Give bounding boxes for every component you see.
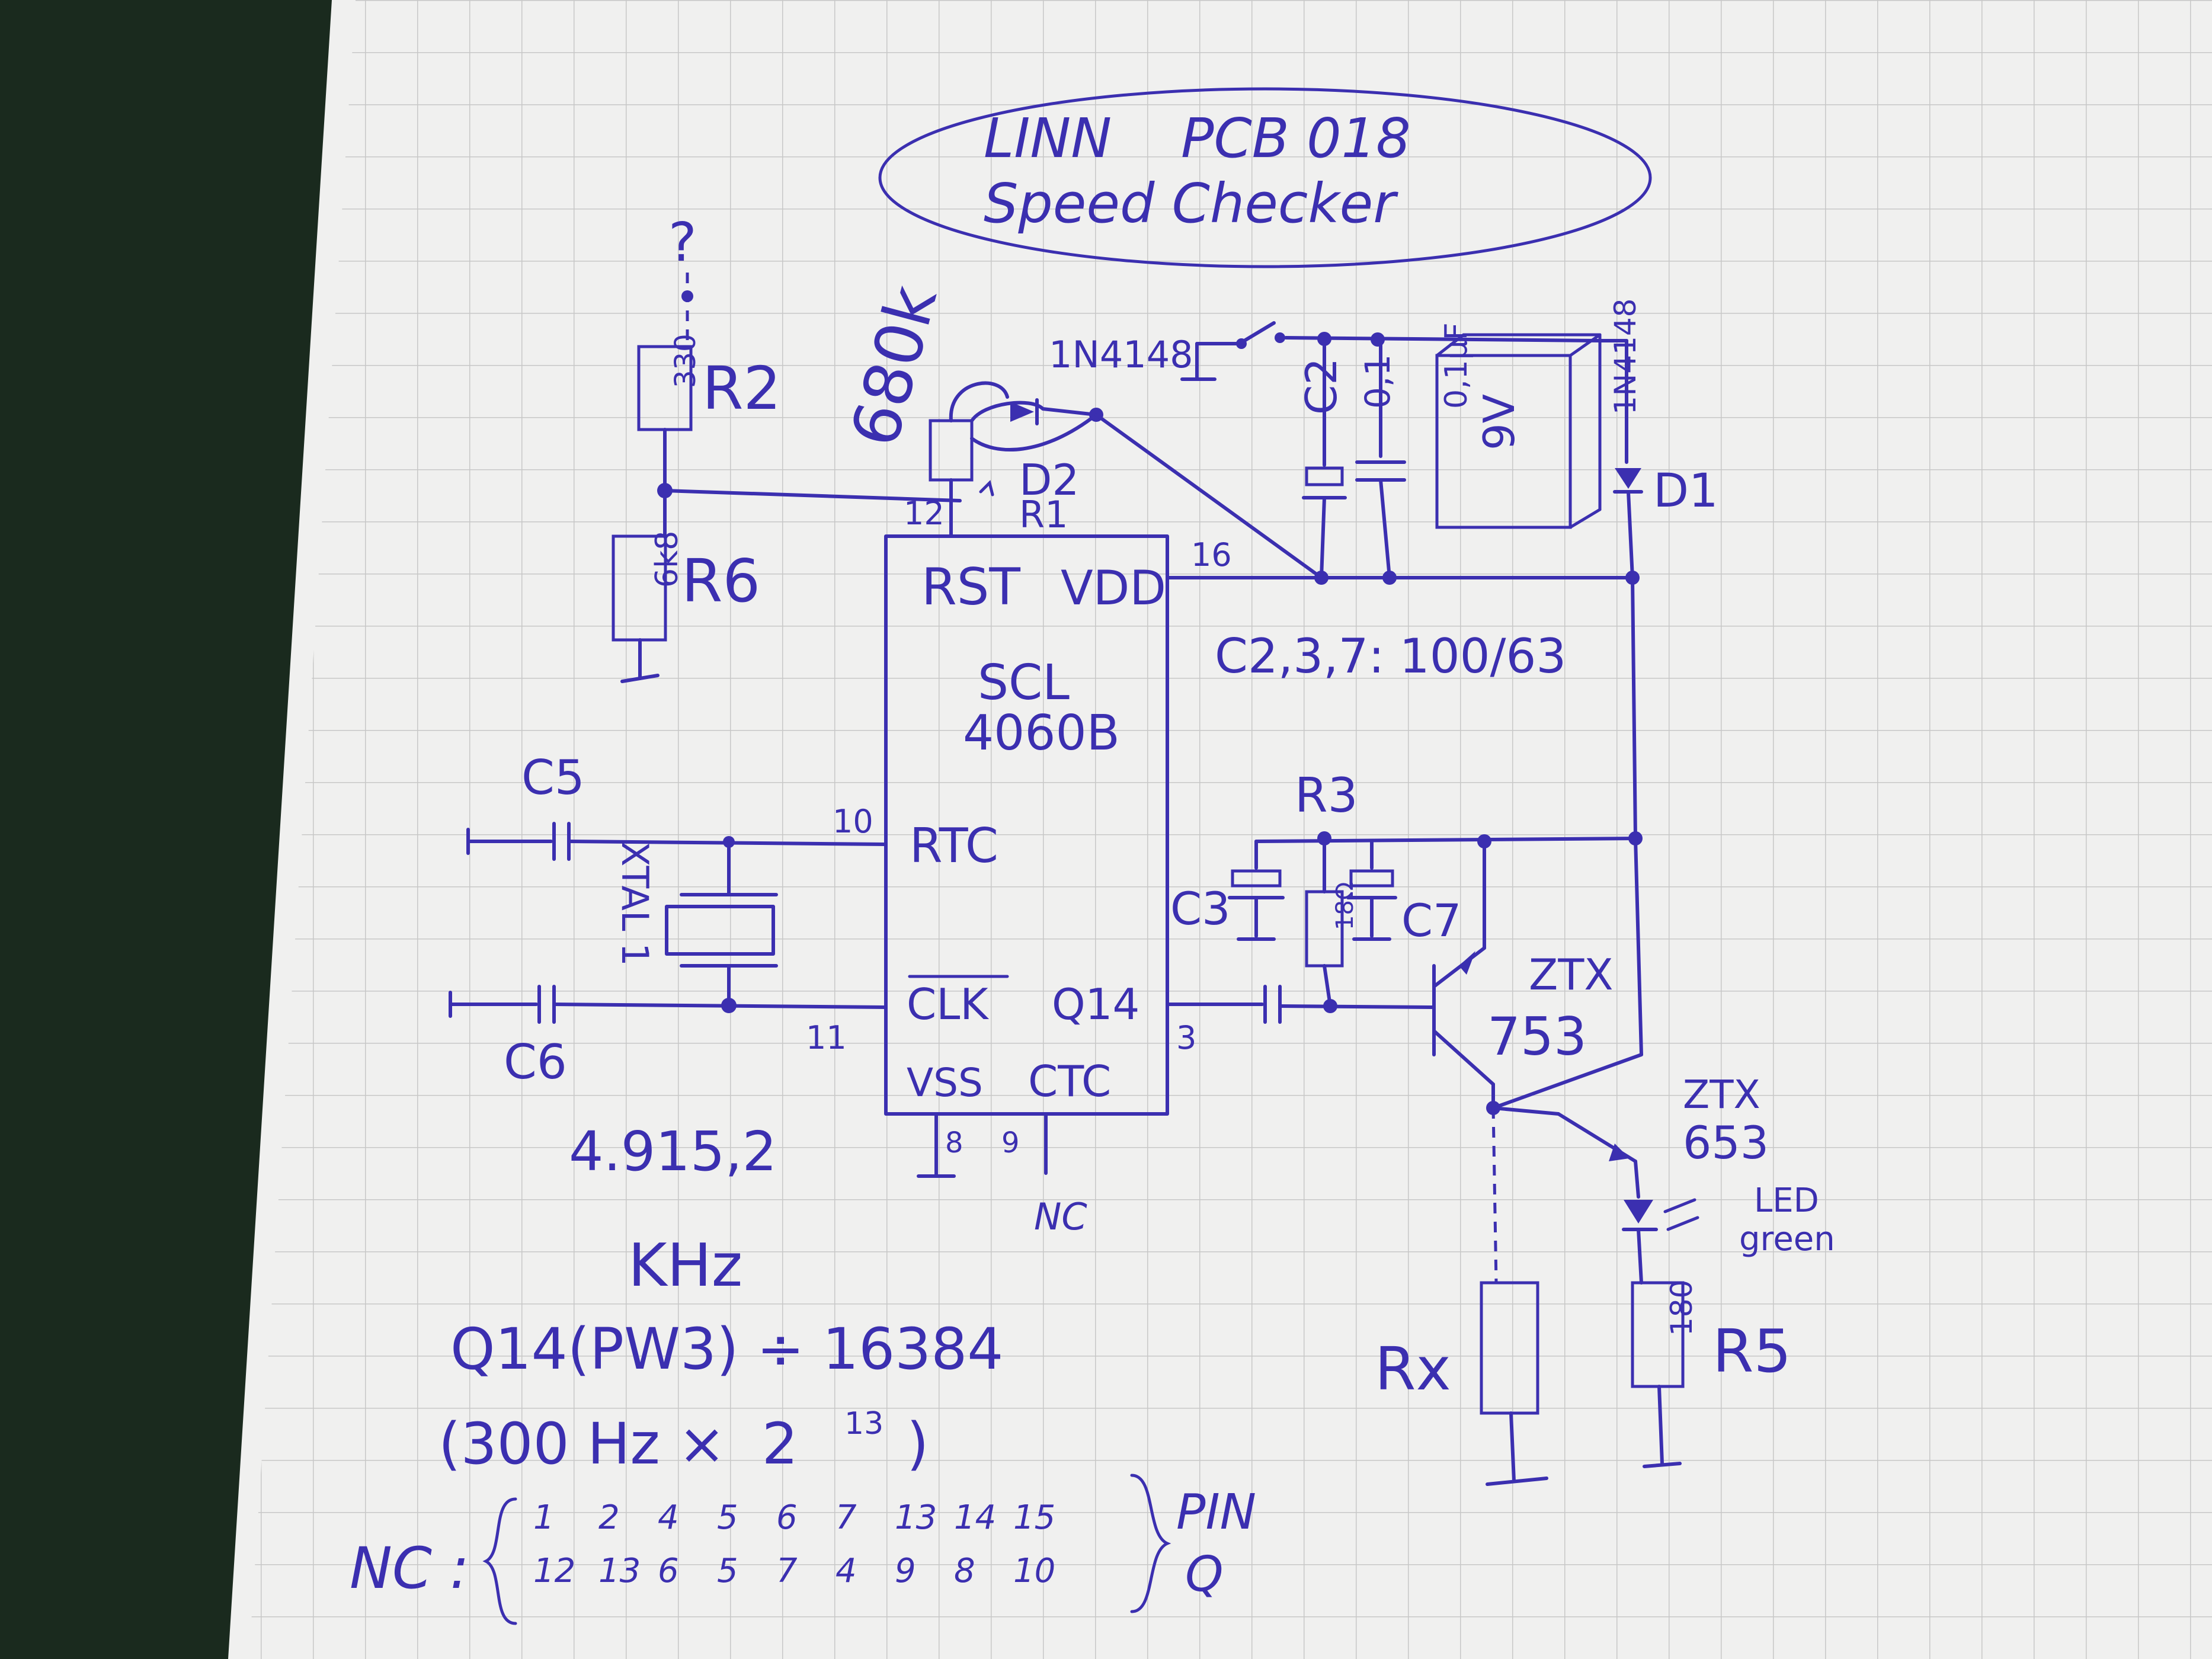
pin-row-item-0: 1 (533, 1498, 555, 1537)
pin-row-item-6: 13 (895, 1498, 937, 1537)
title-ellipse (878, 87, 1652, 268)
r2-label: R2 (702, 354, 781, 423)
r5-value: 180 (1664, 1280, 1699, 1336)
q-row-item-4: 7 (776, 1552, 798, 1590)
pin-16-number: 16 (1191, 536, 1232, 574)
pin-row-item-8: 15 (1013, 1498, 1055, 1537)
unknown-source-label: ? (668, 212, 697, 274)
r6-value: 6k8 (649, 531, 685, 588)
source-node (681, 290, 693, 302)
r1-label: R1 (1019, 493, 1068, 536)
pin-12-number: 12 (904, 495, 945, 532)
c7-label: C7 (1401, 894, 1461, 947)
d2-type: 1N4148 (1049, 333, 1193, 376)
pin-row-item-1: 2 (598, 1498, 620, 1537)
pin-3-number: 3 (1176, 1019, 1196, 1056)
r3-value: 18Ω (1331, 882, 1359, 930)
ic-pin-clk: CLK (907, 979, 989, 1029)
c5-label: C5 (521, 750, 585, 805)
q-row-item-7: 8 (954, 1552, 975, 1590)
pin-label: PIN (1176, 1484, 1256, 1540)
r5-label: R5 (1712, 1317, 1791, 1386)
nc-label: NC : (350, 1535, 469, 1602)
ic-name-line2: 4060B (963, 705, 1120, 761)
r2-value: 330 (669, 334, 702, 388)
pin-9-nc: NC (1034, 1195, 1087, 1238)
q-row-item-0: 12 (533, 1552, 575, 1590)
q-row-item-6: 9 (895, 1552, 916, 1590)
c2-label: C2 (1297, 358, 1346, 415)
q-label: Q (1185, 1546, 1224, 1603)
formula-line1: Q14(PW3) ÷ 16384 (450, 1316, 1003, 1382)
xtal-label: XTAL 1 (613, 841, 657, 966)
ic-name-line1: SCL (978, 655, 1070, 711)
title-line2: Speed Checker (984, 172, 1398, 235)
d1-type: 1N4148 (1608, 299, 1643, 415)
r3-label: R3 (1295, 768, 1358, 823)
pin-10-number: 10 (833, 803, 873, 840)
q-row-item-2: 6 (658, 1552, 679, 1590)
pin-row-item-5: 7 (835, 1498, 857, 1537)
ic-pin-vss: VSS (907, 1060, 983, 1106)
title-line1: LINN PCB 018 (984, 107, 1411, 170)
formula-line2: (300 Hz × 2 (438, 1411, 798, 1477)
pin-row-item-3: 5 (717, 1498, 738, 1537)
rx-label: Rx (1375, 1334, 1451, 1404)
c-small-unit: 0,1µF (1439, 322, 1474, 409)
led-line1: LED (1754, 1181, 1819, 1220)
crystal-xtal1 (665, 905, 775, 956)
battery-label: 9V (1474, 394, 1524, 450)
formula-close: ) (907, 1411, 929, 1477)
led-line2: green (1739, 1220, 1835, 1258)
q-row-item-3: 5 (717, 1552, 738, 1590)
left-brace (482, 1497, 517, 1625)
ic-4060-body (884, 534, 1169, 1116)
formula-exponent: 13 (844, 1406, 883, 1442)
caps-note: C2,3,7: 100/63 (1215, 629, 1566, 684)
pin-row-item-4: 6 (776, 1498, 798, 1537)
d2-label: D2 (1019, 455, 1079, 505)
q2-type: ZTX (1683, 1072, 1760, 1117)
q-row-item-5: 4 (835, 1552, 857, 1590)
q2-number: 653 (1683, 1116, 1769, 1169)
pin-row-item-7: 14 (954, 1498, 996, 1537)
pin-11-number: 11 (806, 1019, 847, 1056)
q1-number: 753 (1487, 1006, 1587, 1067)
ic-pin-rst: RST (921, 558, 1020, 617)
frequency-unit: KHz (628, 1231, 742, 1300)
ic-pin-vdd: VDD (1061, 561, 1166, 616)
c6-label: C6 (504, 1035, 567, 1090)
battery-9v (1435, 354, 1572, 529)
d1-label: D1 (1653, 465, 1718, 518)
r6-label: R6 (681, 546, 760, 616)
ic-pin-ctc: CTC (1028, 1056, 1111, 1106)
ic-pin-q14: Q14 (1052, 979, 1139, 1029)
pin-9-number: 9 (1001, 1126, 1020, 1160)
frequency-value: 4.915,2 (569, 1120, 777, 1183)
pin-8-number: 8 (945, 1126, 963, 1160)
q1-type: ZTX (1529, 950, 1614, 1000)
pin-row-item-2: 4 (658, 1498, 679, 1537)
c3-label: C3 (1170, 882, 1230, 935)
right-brace (1130, 1474, 1171, 1613)
c-small-value: 0,1 (1358, 354, 1398, 409)
grid-area (249, 0, 2212, 1659)
ic-pin-rtc: RTC (910, 818, 998, 873)
q-row-item-8: 10 (1013, 1552, 1055, 1590)
q-row-item-1: 13 (598, 1552, 641, 1590)
